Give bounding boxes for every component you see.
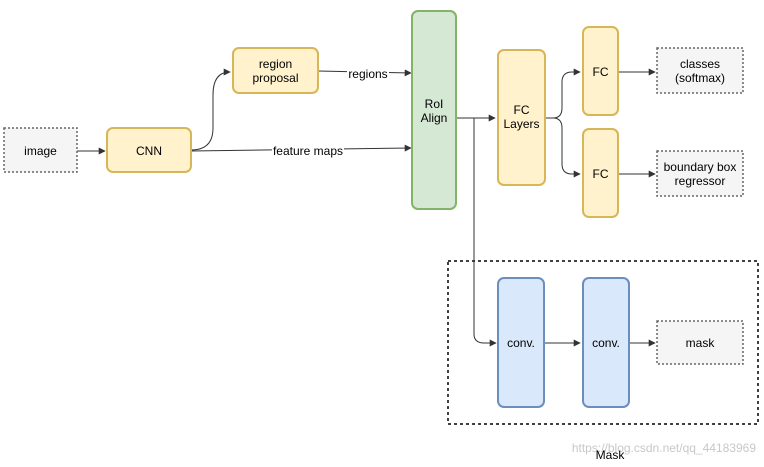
node-image-label: image: [24, 144, 57, 158]
node-roi-align: [411, 10, 457, 210]
edge-cnn-region-proposal: [190, 68, 231, 151]
edge-label-feature-maps: feature maps: [273, 144, 343, 158]
edge-fc-layers-fc-bottom: [545, 117, 581, 178]
node-classes: [656, 47, 744, 94]
edge-fc-layers-fc-top: [545, 68, 581, 119]
node-fc-layers-line2: Layers: [503, 117, 539, 131]
edge-label-regions: regions: [348, 67, 387, 81]
node-classes-line2: (softmax): [675, 71, 725, 85]
node-mask-label: mask: [686, 336, 716, 350]
node-fc-top: [582, 26, 619, 116]
node-boundary-box-line2: regressor: [675, 174, 726, 188]
node-boundary-box-line1: boundary box: [664, 160, 737, 174]
node-roi-align-line2: Align: [421, 111, 448, 125]
node-conv1-label: conv.: [507, 336, 535, 350]
node-region-proposal-line1: region: [259, 57, 292, 71]
watermark: https://blog.csdn.net/qq_44183969: [572, 441, 756, 455]
node-conv2-label: conv.: [592, 336, 620, 350]
edge-roi-conv: [473, 118, 497, 347]
mask-group-label: Mask: [596, 448, 626, 462]
node-cnn-label: CNN: [136, 144, 162, 158]
node-cnn: [106, 127, 192, 173]
node-conv2: [582, 277, 630, 408]
node-region-proposal-line2: proposal: [252, 71, 298, 85]
node-roi-align-line1: RoI: [425, 97, 444, 111]
node-image: [3, 127, 78, 173]
node-fc-bottom: [582, 128, 619, 218]
edges: [77, 68, 656, 347]
node-fc-layers-line1: FC: [514, 103, 530, 117]
node-fc-bottom-label: FC: [593, 167, 609, 181]
node-conv1: [497, 277, 545, 408]
node-mask: [656, 320, 744, 365]
mask-group-border: [447, 260, 759, 425]
node-fc-layers: [497, 49, 546, 186]
node-boundary-box: [656, 150, 744, 197]
node-classes-line1: classes: [680, 57, 720, 71]
node-region-proposal: [232, 47, 319, 94]
node-fc-top-label: FC: [593, 65, 609, 79]
